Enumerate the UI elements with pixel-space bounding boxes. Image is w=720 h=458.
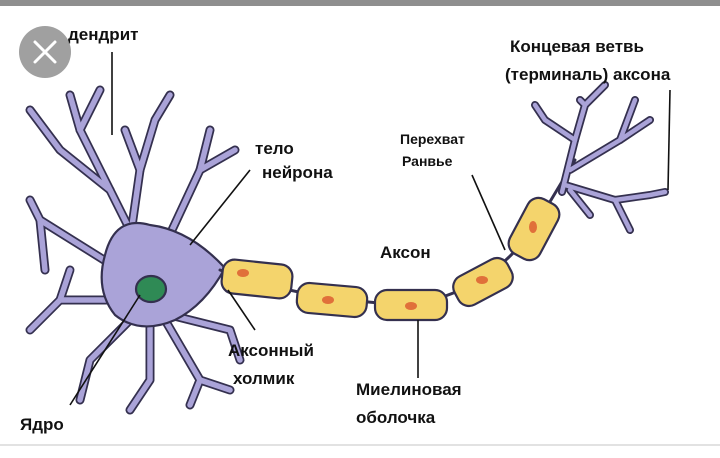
cell-body	[100, 221, 227, 328]
label-node-of-ranvier: Перехват	[400, 131, 465, 147]
label-dendrite: дендрит	[68, 25, 139, 44]
myelin-segment	[220, 258, 294, 300]
label-axon-terminal-2: (терминаль) аксона	[505, 65, 671, 84]
label-axon-hillock: Аксонный	[228, 341, 314, 360]
top-bar	[0, 0, 720, 6]
leader-lines	[69, 52, 671, 406]
close-button[interactable]	[19, 26, 71, 78]
nucleus	[134, 274, 168, 304]
close-icon	[33, 40, 57, 64]
neuron-diagram	[25, 52, 671, 415]
label-nucleus: Ядро	[20, 415, 64, 434]
label-cell-body-2: нейрона	[262, 163, 333, 182]
label-axon-terminal: Концевая ветвь	[510, 37, 644, 56]
label-node-of-ranvier-2: Ранвье	[402, 153, 453, 169]
image-view: дендрит тело нейрона Перехват Ранвье Акс…	[0, 6, 720, 444]
myelin-nuclei	[237, 221, 537, 310]
label-myelin-sheath: Миелиновая	[356, 380, 462, 399]
axon-terminals-fill	[532, 82, 668, 233]
label-myelin-sheath-2: оболочка	[356, 408, 436, 427]
label-axon: Аксон	[380, 243, 431, 262]
label-cell-body: тело	[255, 139, 294, 158]
divider	[0, 444, 720, 446]
label-axon-hillock-2: холмик	[233, 369, 295, 388]
